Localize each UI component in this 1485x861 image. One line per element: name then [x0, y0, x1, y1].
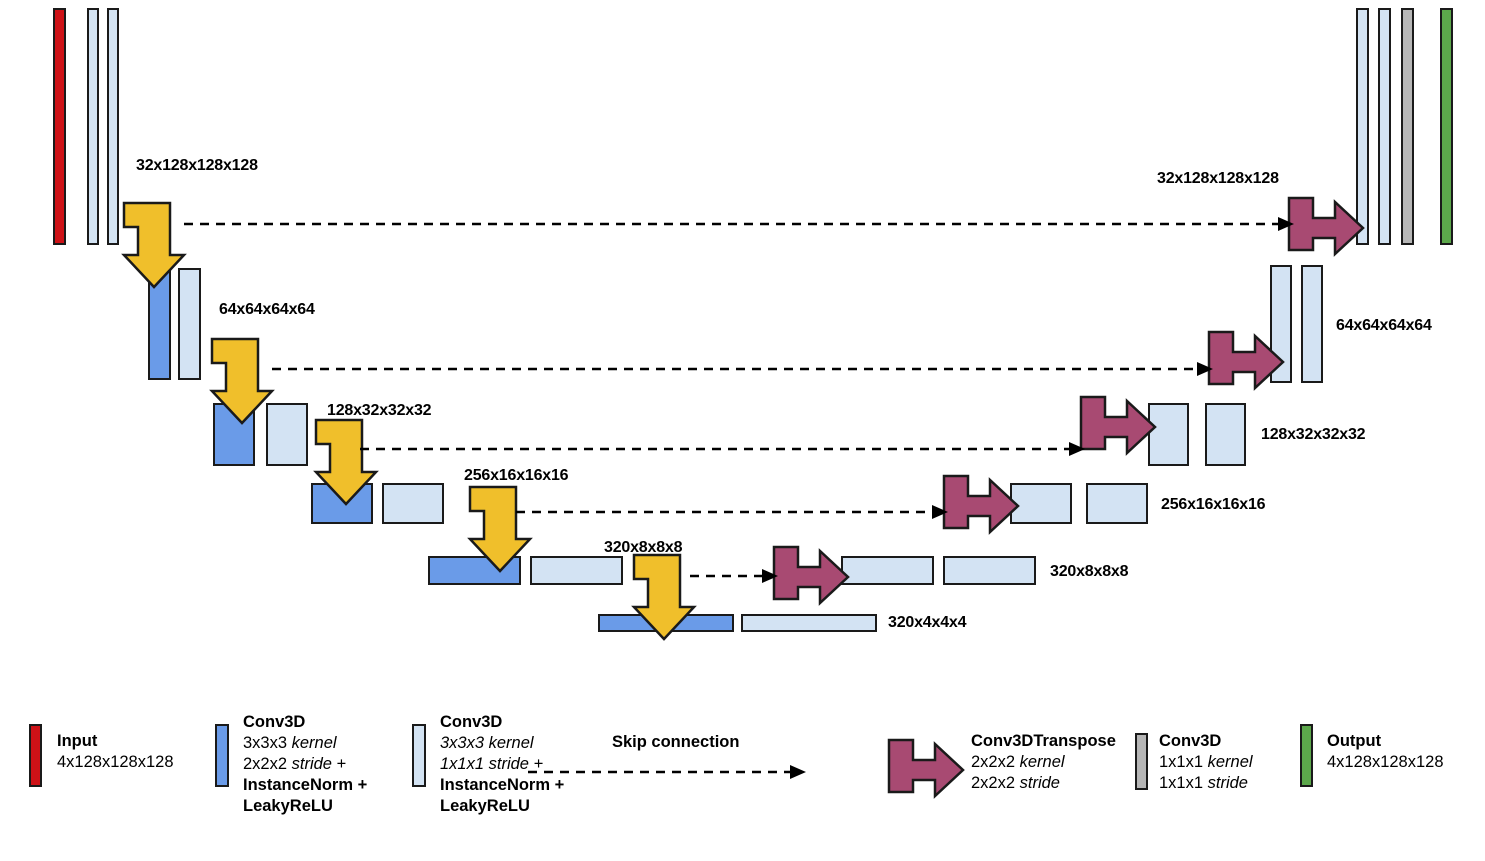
transpose-arrow-l1 [1207, 330, 1285, 390]
legend-conv3d-same-title: Conv3D [440, 713, 503, 731]
encoder-l2-conv-same [266, 403, 308, 466]
legend-transpose-stride: 2x2x2 stride [971, 774, 1060, 792]
legend-conv3d-final-text: Conv3D 1x1x1 kernel 1x1x1 stride [1159, 731, 1253, 794]
decoder-l2-conv-b [1205, 403, 1246, 466]
encoder-l3-conv-same [382, 483, 444, 524]
legend-conv3d-strided-act: LeakyReLU [243, 797, 333, 815]
legend: Input 4x128x128x128 Conv3D 3x3x3 kernel … [0, 700, 1485, 860]
legend-skip-title: Skip connection [612, 733, 740, 751]
legend-arrow-layer [528, 738, 965, 799]
legend-transpose-arrow [887, 738, 965, 799]
bottleneck-conv-same [741, 614, 877, 632]
downsample-arrow-l4 [632, 553, 696, 641]
encoder-l1-conv-same [178, 268, 201, 380]
decoder-l1-conv-b [1301, 265, 1323, 383]
legend-conv3d-final-kernel: 1x1x1 kernel [1159, 753, 1253, 771]
legend-conv3d-same-stride: 1x1x1 stride + [440, 755, 544, 773]
legend-conv3d-strided-norm: InstanceNorm + [243, 776, 368, 794]
decoder-l4-conv-a [841, 556, 934, 585]
downsample-arrow-l3 [468, 485, 532, 573]
downsample-arrow-l1 [210, 337, 274, 425]
transpose-arrow-l2 [1079, 395, 1157, 455]
skip-connection-l4 [690, 569, 778, 583]
encoder-l0-conv-a [87, 8, 99, 245]
legend-conv3d-same-kernel: 3x3x3 kernel [440, 734, 534, 752]
decoder-l4-conv-b [943, 556, 1036, 585]
label-bottleneck: 320x4x4x4 [888, 614, 967, 631]
legend-input-swatch [29, 724, 42, 787]
downsample-arrow-l2 [314, 418, 378, 506]
legend-output-title: Output [1327, 732, 1382, 750]
legend-conv3d-strided-text: Conv3D 3x3x3 kernel 2x2x2 stride + Insta… [243, 712, 367, 817]
label-decoder-l0: 32x128x128x128 [1157, 170, 1279, 187]
transpose-arrow-l0 [1287, 196, 1365, 256]
skip-connection-l1 [272, 362, 1213, 376]
decoder-l3-conv-b [1086, 483, 1148, 524]
decoder-l2-conv-a [1148, 403, 1189, 466]
encoder-l4-conv-same [530, 556, 623, 585]
legend-input-title: Input [57, 732, 98, 750]
legend-conv3d-strided-stride: 2x2x2 stride + [243, 755, 347, 773]
label-encoder-l2: 128x32x32x32 [327, 402, 432, 419]
legend-output-swatch [1300, 724, 1313, 787]
output-block [1440, 8, 1453, 245]
legend-transpose-kernel: 2x2x2 kernel [971, 753, 1065, 771]
transpose-arrow-l4 [772, 545, 850, 605]
legend-conv3d-final-title: Conv3D [1159, 732, 1222, 750]
label-decoder-l4: 320x8x8x8 [1050, 563, 1129, 580]
legend-skip-arrow [528, 765, 806, 779]
legend-conv3d-strided-swatch [215, 724, 229, 787]
input-block [53, 8, 66, 245]
label-encoder-l3: 256x16x16x16 [464, 467, 569, 484]
legend-transpose-title: Conv3DTranspose [971, 732, 1116, 750]
legend-transpose-text: Conv3DTranspose 2x2x2 kernel 2x2x2 strid… [971, 731, 1116, 794]
encoder-l0-conv-b [107, 8, 119, 245]
downsample-arrow-l0 [122, 201, 186, 289]
label-decoder-l1: 64x64x64x64 [1336, 317, 1432, 334]
legend-conv3d-strided-kernel: 3x3x3 kernel [243, 734, 337, 752]
decoder-l0-conv-a [1356, 8, 1369, 245]
legend-conv3d-strided-title: Conv3D [243, 713, 306, 731]
skip-connection-l2 [360, 442, 1085, 456]
final-conv-block [1401, 8, 1414, 245]
legend-conv3d-same-swatch [412, 724, 426, 787]
transpose-arrow-l3 [942, 474, 1020, 534]
legend-output-text: Output 4x128x128x128 [1327, 731, 1444, 773]
label-decoder-l3: 256x16x16x16 [1161, 496, 1266, 513]
legend-conv3d-final-stride: 1x1x1 stride [1159, 774, 1248, 792]
legend-input-dims: 4x128x128x128 [57, 753, 174, 771]
legend-input-text: Input 4x128x128x128 [57, 731, 174, 773]
legend-conv3d-same-act: LeakyReLU [440, 797, 530, 815]
skip-connection-l0 [184, 217, 1294, 231]
legend-conv3d-same-text: Conv3D 3x3x3 kernel 1x1x1 stride + Insta… [440, 712, 564, 817]
encoder-l2-conv-strided [213, 403, 255, 466]
legend-conv3d-final-swatch [1135, 733, 1148, 790]
legend-conv3d-same-norm: InstanceNorm + [440, 776, 565, 794]
label-decoder-l2: 128x32x32x32 [1261, 426, 1366, 443]
skip-connection-l3 [516, 505, 948, 519]
legend-output-dims: 4x128x128x128 [1327, 753, 1444, 771]
label-encoder-l0: 32x128x128x128 [136, 157, 258, 174]
label-encoder-l1: 64x64x64x64 [219, 301, 315, 318]
label-encoder-l4: 320x8x8x8 [604, 539, 683, 556]
decoder-l0-conv-b [1378, 8, 1391, 245]
